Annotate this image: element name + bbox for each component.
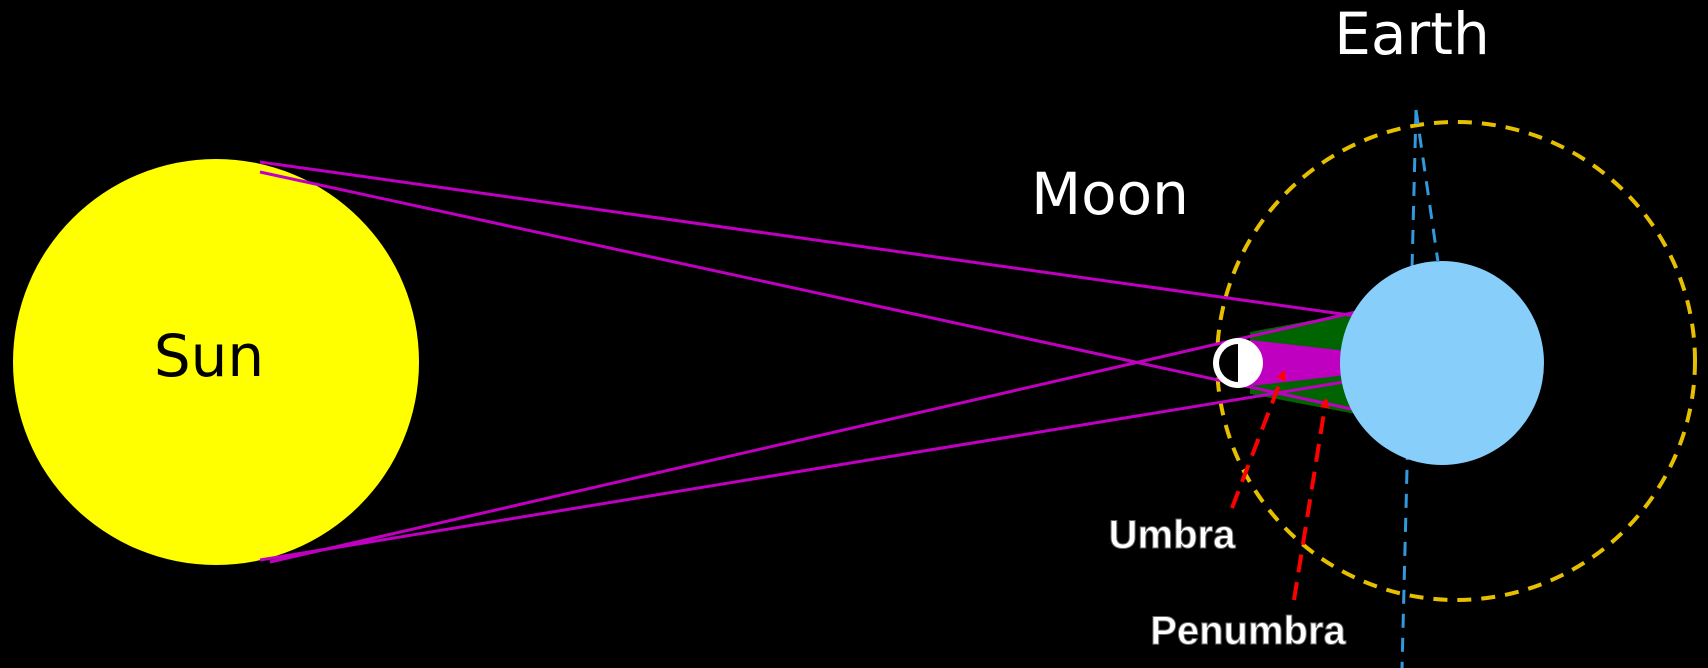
earth-axis-top xyxy=(1416,110,1438,262)
earth-label: Earth xyxy=(1334,0,1490,68)
umbra-label: Umbra xyxy=(1109,513,1236,557)
moon-label: Moon xyxy=(1031,160,1189,228)
moon xyxy=(1213,338,1263,388)
sun-label: Sun xyxy=(154,322,264,390)
tangent-lines xyxy=(260,162,1356,562)
penumbra-pointer-arrow xyxy=(1294,400,1326,600)
penumbra-label: Penumbra xyxy=(1150,609,1346,653)
earth xyxy=(1340,261,1544,465)
